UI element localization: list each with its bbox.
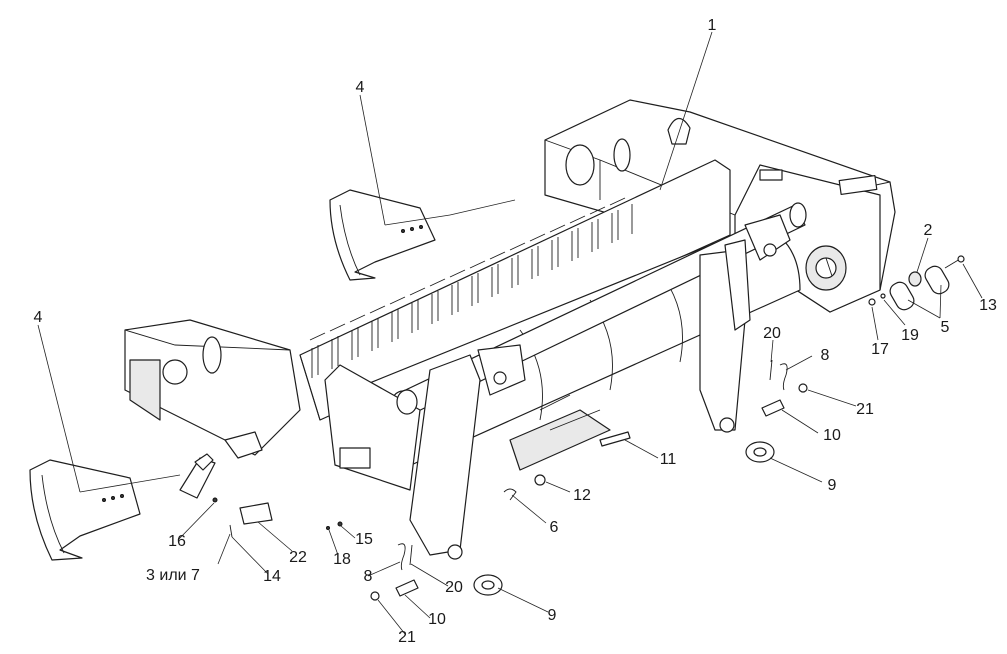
skid-upper (329, 189, 436, 281)
callout-3-or-7: 3 или 7 (146, 567, 200, 584)
callout-4-lower: 4 (34, 309, 43, 326)
callout-labels: 1 2 4 4 13 5 19 17 20 8 21 10 9 11 12 6 … (34, 17, 997, 646)
callout-15: 15 (355, 531, 373, 548)
left-housing (124, 319, 301, 459)
callout-21-right: 21 (856, 401, 874, 418)
callout-19: 19 (901, 327, 919, 344)
rear-lift-arm (699, 214, 791, 433)
callout-9-right: 9 (828, 477, 837, 494)
center-plate (324, 364, 421, 491)
callout-14: 14 (263, 568, 281, 585)
callout-20-left: 20 (445, 579, 463, 596)
callout-8-left: 8 (364, 568, 373, 585)
tine-comb (299, 159, 731, 421)
callout-5: 5 (941, 319, 950, 336)
housing-slot-left (565, 144, 595, 186)
callout-6: 6 (550, 519, 559, 536)
callout-11: 11 (660, 451, 677, 468)
callout-4-upper: 4 (356, 79, 365, 96)
callout-10-right: 10 (823, 427, 841, 444)
callout-18: 18 (333, 551, 351, 568)
skid-lower (29, 459, 141, 561)
callout-21-left: 21 (398, 629, 416, 646)
callout-22: 22 (289, 549, 307, 566)
callout-10-left: 10 (428, 611, 446, 628)
callout-16: 16 (168, 533, 186, 550)
callout-12: 12 (573, 487, 591, 504)
callout-13: 13 (979, 297, 997, 314)
callout-8-right: 8 (821, 347, 830, 364)
callout-17: 17 (871, 341, 889, 358)
hardware-parts (179, 255, 965, 601)
callout-1: 1 (708, 17, 717, 34)
callout-2: 2 (924, 222, 933, 239)
leader-lines (37, 31, 983, 635)
callout-9-left: 9 (548, 607, 557, 624)
callout-20-right: 20 (763, 325, 781, 342)
front-lift-arm (409, 344, 526, 560)
